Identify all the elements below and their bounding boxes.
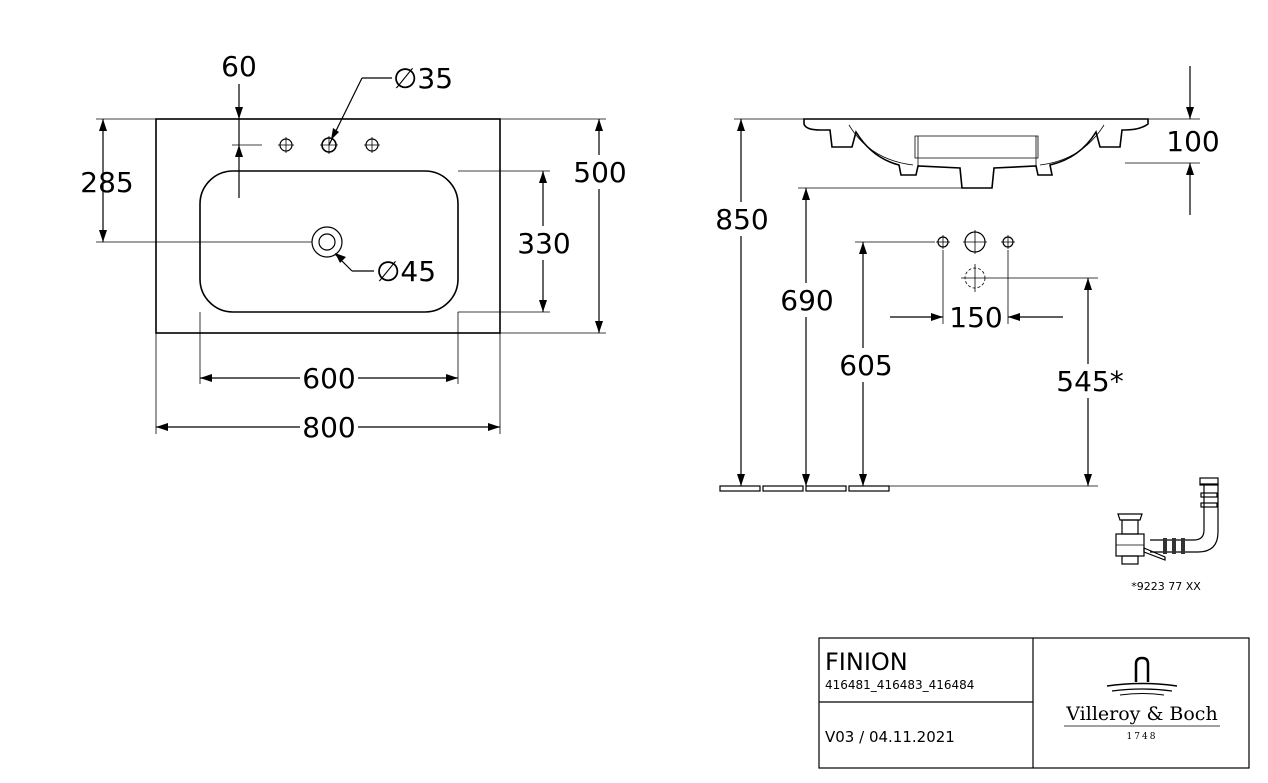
dim-tap-offset-label: 60 <box>221 50 257 83</box>
dim-rim-height-label: 850 <box>715 203 768 236</box>
waste-note-label: *9223 77 XX <box>1131 580 1201 593</box>
side-view: 850 100 690 <box>715 66 1220 492</box>
dim-690: 690 <box>780 187 962 486</box>
waste-trap-illustration: *9223 77 XX <box>1115 477 1219 593</box>
basin-outline <box>155 118 501 334</box>
dim-drain-hole-label: ∅45 <box>376 255 436 288</box>
brand-year: 1748 <box>1127 732 1158 742</box>
dim-tap-hole-label: ∅35 <box>393 62 453 95</box>
dim-35: ∅35 <box>328 62 453 146</box>
drain-hole <box>311 226 343 258</box>
bowl-outline <box>199 170 459 313</box>
dim-545: 545* <box>880 278 1124 487</box>
dim-605: 605 <box>838 242 893 486</box>
dim-waste-height-label: 545* <box>1056 365 1123 398</box>
version-date: V03 / 04.11.2021 <box>825 728 955 746</box>
brand-logo: Villeroy & Boch 1748 <box>1064 656 1220 742</box>
dim-thickness-label: 100 <box>1166 125 1219 158</box>
dim-600: 600 <box>199 312 459 395</box>
basin-profile <box>803 118 1149 189</box>
dim-285: 285 <box>80 118 312 243</box>
dim-150: 150 <box>890 250 1063 334</box>
dim-bowl-depth-label: 330 <box>517 227 570 260</box>
tap-holes-front <box>855 230 1098 292</box>
dim-45: ∅45 <box>334 253 436 288</box>
dim-60: 60 <box>221 50 257 198</box>
dim-800: 800 <box>155 333 501 444</box>
dim-850: 850 <box>715 118 804 486</box>
dim-tap-spacing-label: 150 <box>949 301 1002 334</box>
article-numbers: 416481_416483_416484 <box>825 678 974 692</box>
dim-tap-height-label: 605 <box>839 349 892 382</box>
dim-overall-depth-label: 500 <box>573 156 626 189</box>
dim-100: 100 <box>1122 66 1220 215</box>
dim-bottom-height-label: 690 <box>780 284 833 317</box>
top-view: 60 ∅35 285 500 <box>80 50 626 444</box>
title-block: FINION 416481_416483_416484 V03 / 04.11.… <box>818 637 1250 769</box>
dim-500: 500 <box>500 118 627 334</box>
dim-overall-width-label: 800 <box>302 411 355 444</box>
dim-bowl-width-label: 600 <box>302 362 355 395</box>
brand-name: Villeroy & Boch <box>1065 703 1217 725</box>
tap-holes <box>232 136 380 154</box>
dim-330: 330 <box>458 170 571 313</box>
dim-front-to-drain-label: 285 <box>80 166 133 199</box>
product-name: FINION <box>825 648 908 676</box>
floor <box>719 485 890 492</box>
